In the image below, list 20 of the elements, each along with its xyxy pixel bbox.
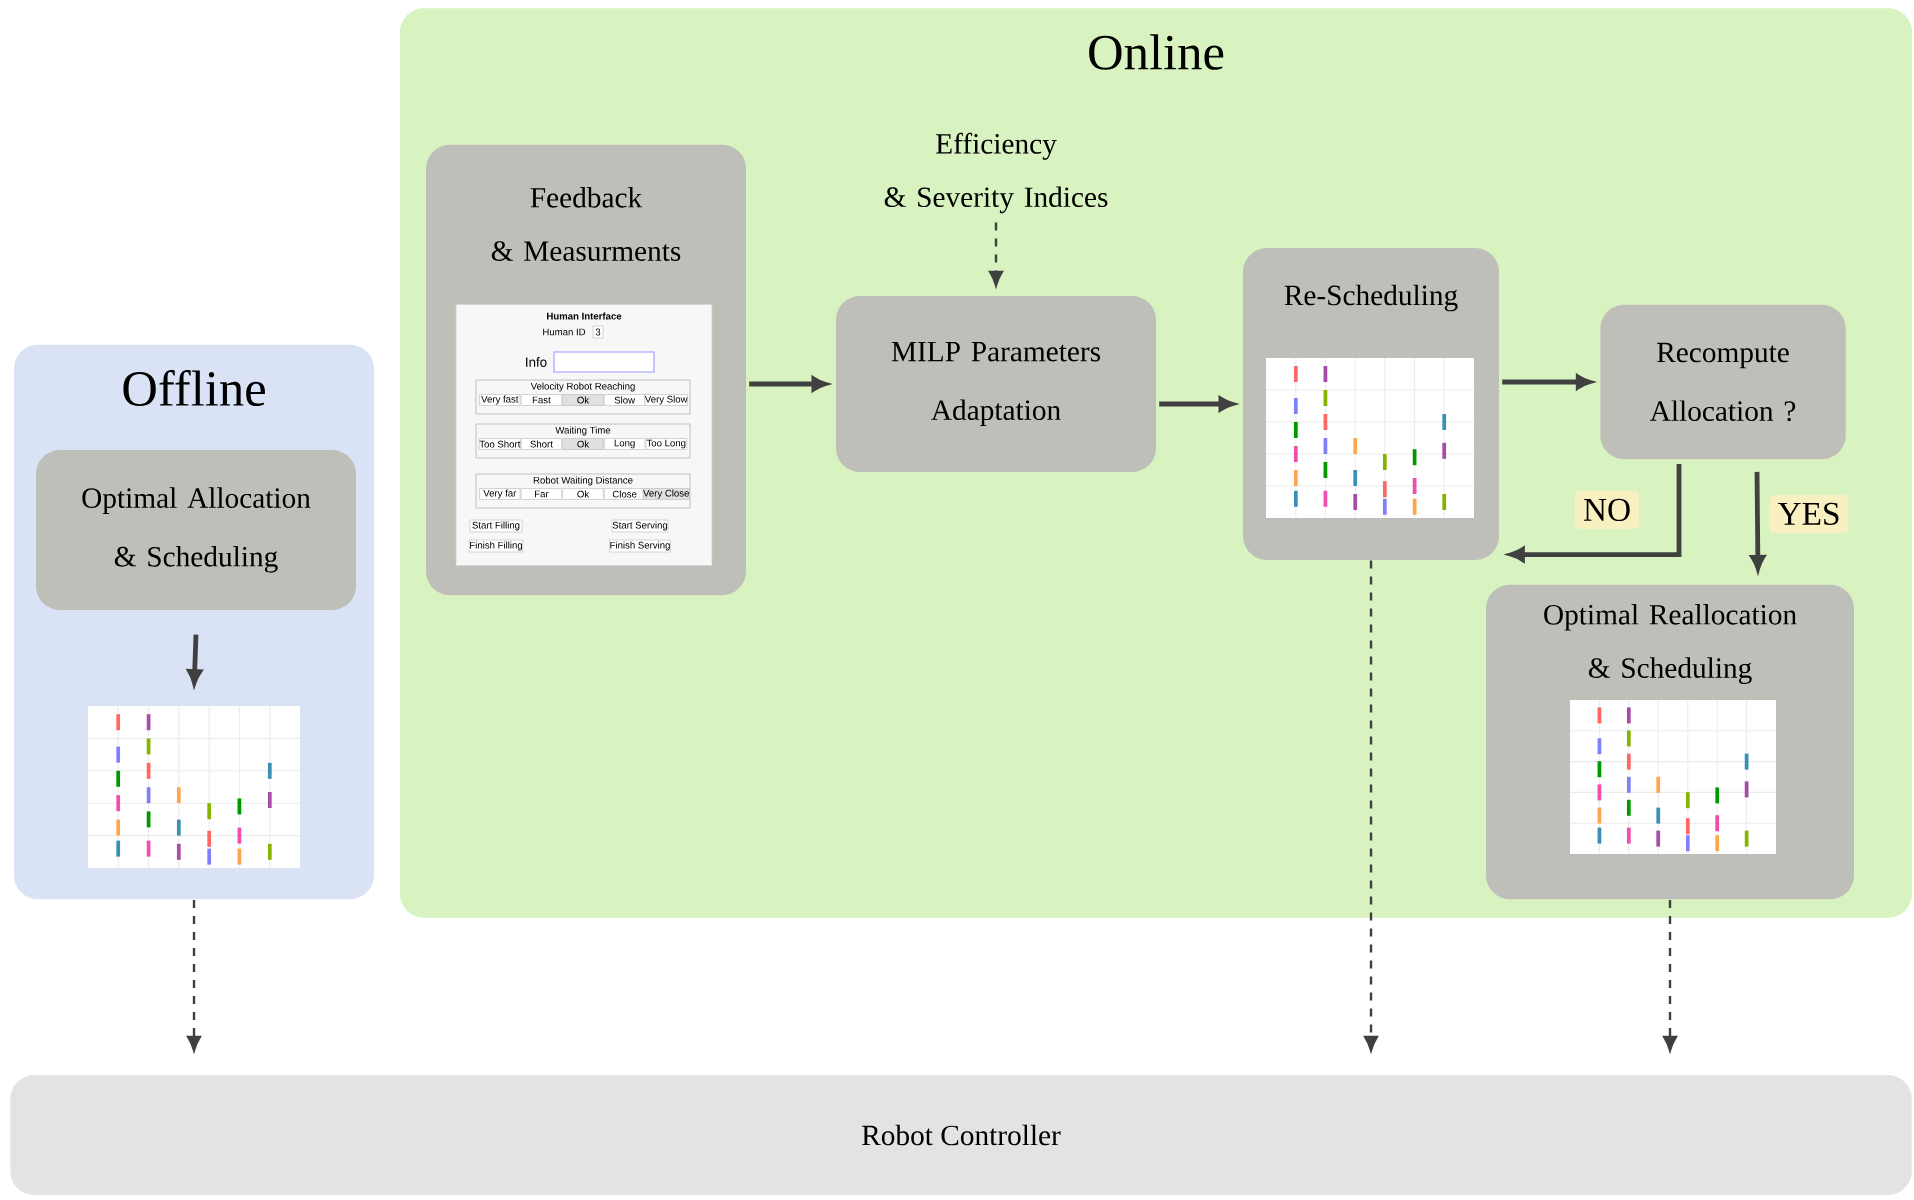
arrow <box>1502 374 1592 390</box>
chart-drawing <box>1569 699 1777 855</box>
arrow <box>749 376 828 392</box>
panel-title: Online <box>1089 34 1224 70</box>
process-box: Recompute Allocation ? <box>1600 304 1846 460</box>
chart-drawing <box>87 705 301 869</box>
process-box: Optimal Allocation & Scheduling <box>36 450 356 610</box>
arrow <box>1663 899 1677 1052</box>
edge-label: YES <box>1769 494 1849 534</box>
panel-title: Offline <box>123 369 265 407</box>
arrow <box>187 634 203 685</box>
controller-bar: Robot Controller <box>10 1075 1912 1195</box>
process-box: MILP Parameters Adaptation <box>836 296 1156 472</box>
annotation-text: Efficiency & Severity Indices <box>884 132 1108 214</box>
arrow <box>989 222 1003 287</box>
chart-drawing <box>1265 357 1475 519</box>
arrow <box>187 899 201 1052</box>
arrow <box>1750 471 1766 571</box>
arrow <box>1364 560 1378 1052</box>
arrow <box>1159 396 1235 412</box>
